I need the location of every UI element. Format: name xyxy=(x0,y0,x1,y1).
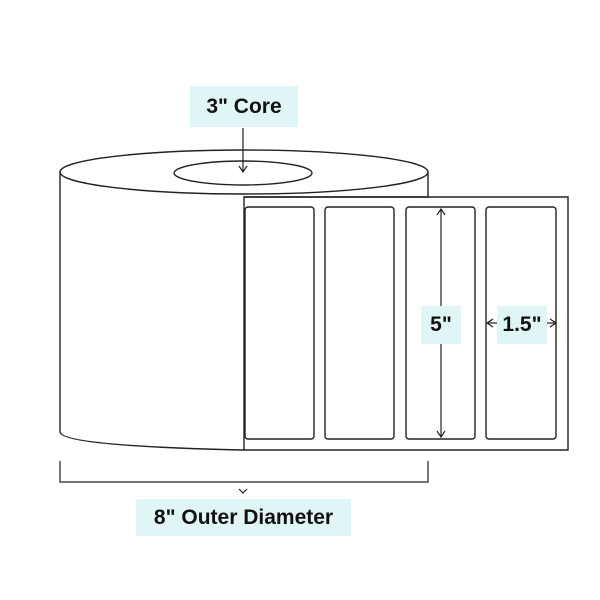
diameter-bracket xyxy=(59,461,429,483)
roll-body xyxy=(59,171,429,451)
core-arrow-head xyxy=(238,165,248,174)
height-arrow-bottom xyxy=(436,430,446,439)
liner-strip xyxy=(244,196,569,451)
width-arrow-left xyxy=(485,318,494,328)
width-arrow-right xyxy=(549,318,558,328)
label-rect xyxy=(405,206,476,440)
roll-top-ellipse xyxy=(59,149,429,195)
label-height-label: 5" xyxy=(421,306,461,344)
label-rect xyxy=(324,206,395,440)
height-arrow-top xyxy=(436,207,446,216)
diameter-bracket-tick xyxy=(238,488,248,494)
label-width-label: 1.5" xyxy=(497,306,547,344)
label-rect xyxy=(244,206,315,440)
core-size-label: 3" Core xyxy=(190,86,298,127)
outer-diameter-label: 8" Outer Diameter xyxy=(136,499,351,536)
